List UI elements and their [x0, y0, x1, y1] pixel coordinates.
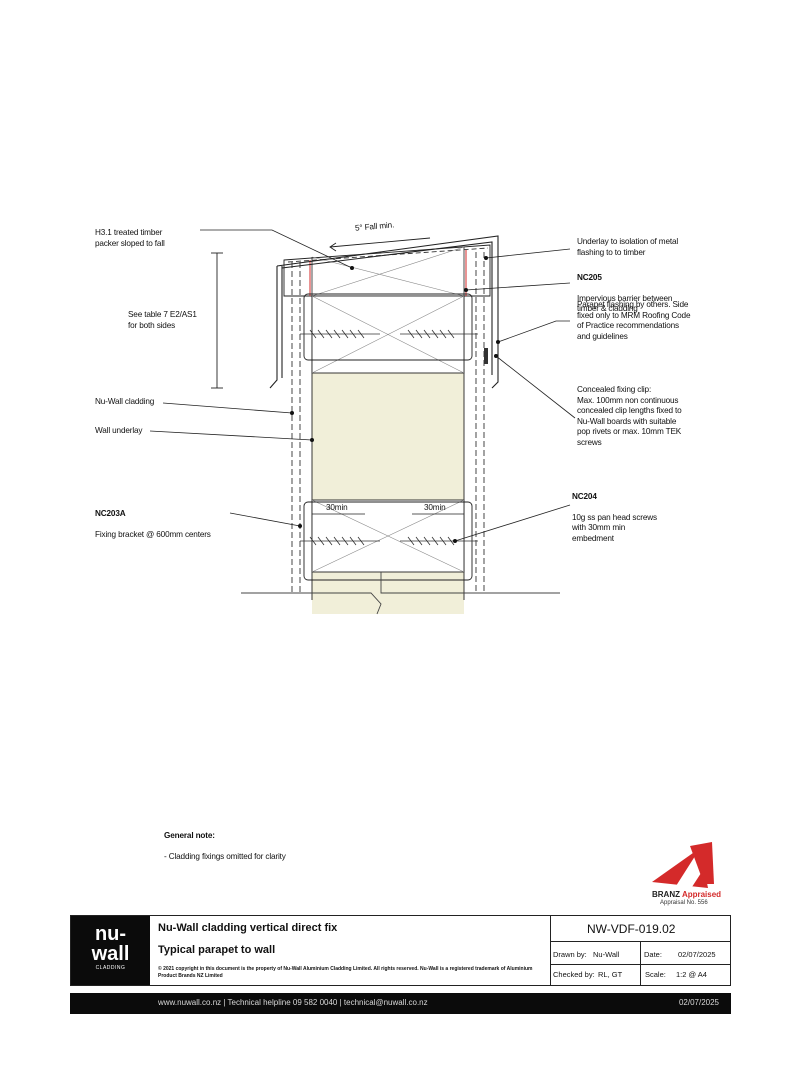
parapet-flashing-note: Parapet flashing by others. Side fixed o…: [577, 300, 691, 341]
branz-appraised: BRANZ Appraised: [652, 890, 721, 899]
nc204-note: NC204 10g ss pan head screws with 30mm m…: [572, 481, 657, 544]
bracket-text: Fixing bracket @ 600mm centers: [95, 529, 211, 539]
scale-value: 1:2 @ A4: [676, 970, 707, 979]
drawing-title: Nu-Wall cladding vertical direct fix: [158, 922, 338, 934]
top-plate: [303, 293, 473, 374]
footer-date: 02/07/2025: [678, 998, 719, 1007]
bracket-code: NC203A: [95, 508, 126, 518]
checked-value: RL, GT: [598, 970, 623, 979]
drawing-subtitle: Typical parapet to wall: [158, 944, 276, 956]
logo-sub: CLADDING: [95, 965, 126, 971]
checked-label: Checked by:: [553, 970, 595, 979]
nu-wall-logo: nu- wall CLADDING: [71, 916, 150, 985]
packer-note: H3.1 treated timber packer sloped to fal…: [95, 228, 165, 248]
leader-lines: [149, 229, 576, 542]
see-table-note: See table 7 E2/AS1 for both sides: [128, 310, 197, 330]
date-label: Date:: [644, 950, 662, 959]
drawn-value: Nu-Wall: [593, 950, 620, 959]
scale-label: Scale:: [645, 970, 666, 979]
branz-appraised-word: Appraised: [681, 890, 722, 899]
fall-arrow: [329, 237, 431, 252]
branz-logo-mark: [652, 842, 716, 890]
lower-plate: [303, 499, 473, 581]
height-dimension: [211, 252, 223, 389]
general-note-heading: General note:: [164, 830, 215, 840]
drawing-number: NW-VDF-019.02: [587, 922, 676, 936]
parapet-flashing: [269, 235, 499, 389]
dim-right-label: 30min: [424, 503, 446, 512]
cladding-note: Nu-Wall cladding: [95, 397, 155, 406]
nc205-text: Impervious barrier between timber & clad…: [577, 293, 673, 314]
general-note: General note: - Cladding fixings omitted…: [164, 820, 286, 862]
copyright: © 2021 copyright in this document is the…: [158, 966, 533, 979]
wall-infill: [312, 373, 464, 500]
nc204-text: 10g ss pan head screws with 30mm min emb…: [572, 512, 657, 543]
drawn-label: Drawn by:: [553, 950, 587, 959]
footer-bar: www.nuwall.co.nz | Technical helpline 09…: [70, 993, 731, 1014]
clip-note: Concealed fixing clip: Max. 100mm non co…: [577, 385, 682, 447]
bracket-note: NC203A Fixing bracket @ 600mm centers: [95, 498, 211, 540]
underlay-isolation-note: Underlay to isolation of metal flashing …: [577, 237, 679, 257]
logo-bottom: wall: [91, 943, 130, 965]
base-line: [241, 572, 560, 615]
logo-top: nu-: [94, 923, 127, 945]
leader-dots: [290, 256, 500, 543]
branz-number: Appraisal No. 556: [660, 900, 708, 906]
nc204-code: NC204: [572, 491, 597, 501]
screws: [300, 329, 478, 546]
nc205-note: NC205 Impervious barrier between timber …: [577, 262, 672, 315]
nc205-code: NC205: [577, 272, 602, 282]
timber-packer: [283, 244, 491, 297]
general-note-text: - Cladding fixings omitted for clarity: [164, 851, 286, 861]
fixing-clip: [484, 348, 488, 364]
date-value: 02/07/2025: [678, 950, 716, 959]
dim-left-label: 30min: [326, 503, 348, 512]
footer-contacts: www.nuwall.co.nz | Technical helpline 09…: [158, 998, 428, 1007]
underlay-note: Wall underlay: [95, 426, 143, 435]
scale-cell: [640, 964, 731, 986]
branz-name: BRANZ: [652, 890, 680, 899]
